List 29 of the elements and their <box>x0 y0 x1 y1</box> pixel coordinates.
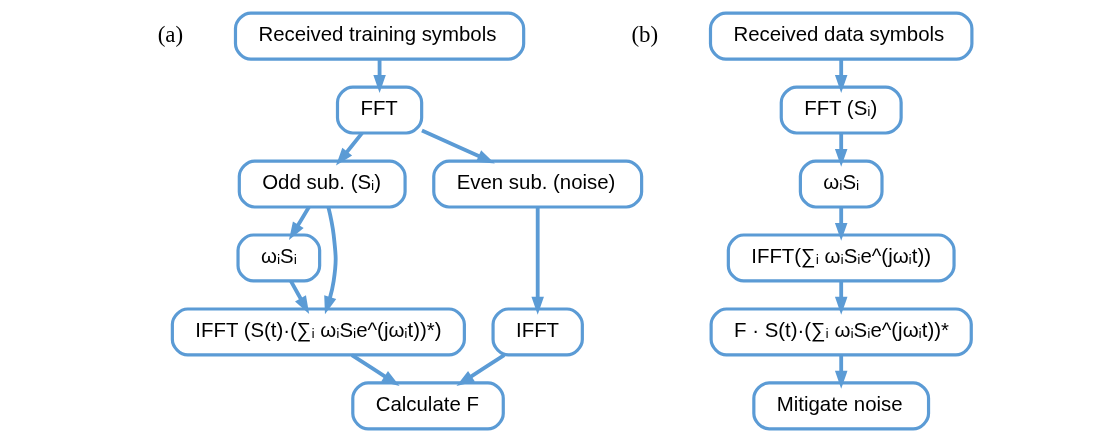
node-box: FFT (Sᵢ) <box>779 85 903 135</box>
arrow <box>834 281 847 315</box>
arrow <box>350 353 400 387</box>
arrow <box>420 128 495 164</box>
node-box: Received training symbols <box>233 11 525 61</box>
node-box: FFT <box>335 85 423 135</box>
node-box: IFFT <box>490 307 584 357</box>
node-box: IFFT(∑ᵢ ωᵢSᵢe^(jωᵢt)) <box>726 233 956 283</box>
arrow <box>455 353 505 387</box>
node-box: IFFT (S(t)·(∑ᵢ ωᵢSᵢe^(jωᵢt))*) <box>170 307 466 357</box>
node-box: ωᵢSᵢ <box>798 159 884 209</box>
node-box: Odd sub. (Sᵢ) <box>237 159 407 209</box>
arrow <box>834 355 847 389</box>
arrow <box>834 133 847 167</box>
node-box: Received data symbols <box>708 11 973 61</box>
arrow <box>335 131 364 166</box>
arrow <box>323 206 338 315</box>
node-box: F · S(t)·(∑ᵢ ωᵢSᵢe^(jωᵢt))* <box>709 307 973 357</box>
label: (b) <box>630 21 658 47</box>
node-box: Calculate F <box>350 381 505 431</box>
label: (a) <box>157 21 183 47</box>
arrow <box>288 206 311 240</box>
node-box: Even sub. (noise) <box>431 159 643 209</box>
node-box: Mitigate noise <box>751 381 930 431</box>
arrow <box>834 59 847 93</box>
arrow <box>288 280 309 315</box>
arrow <box>834 207 847 241</box>
node-box: ωᵢSᵢ <box>235 233 321 283</box>
arrow <box>530 207 544 315</box>
